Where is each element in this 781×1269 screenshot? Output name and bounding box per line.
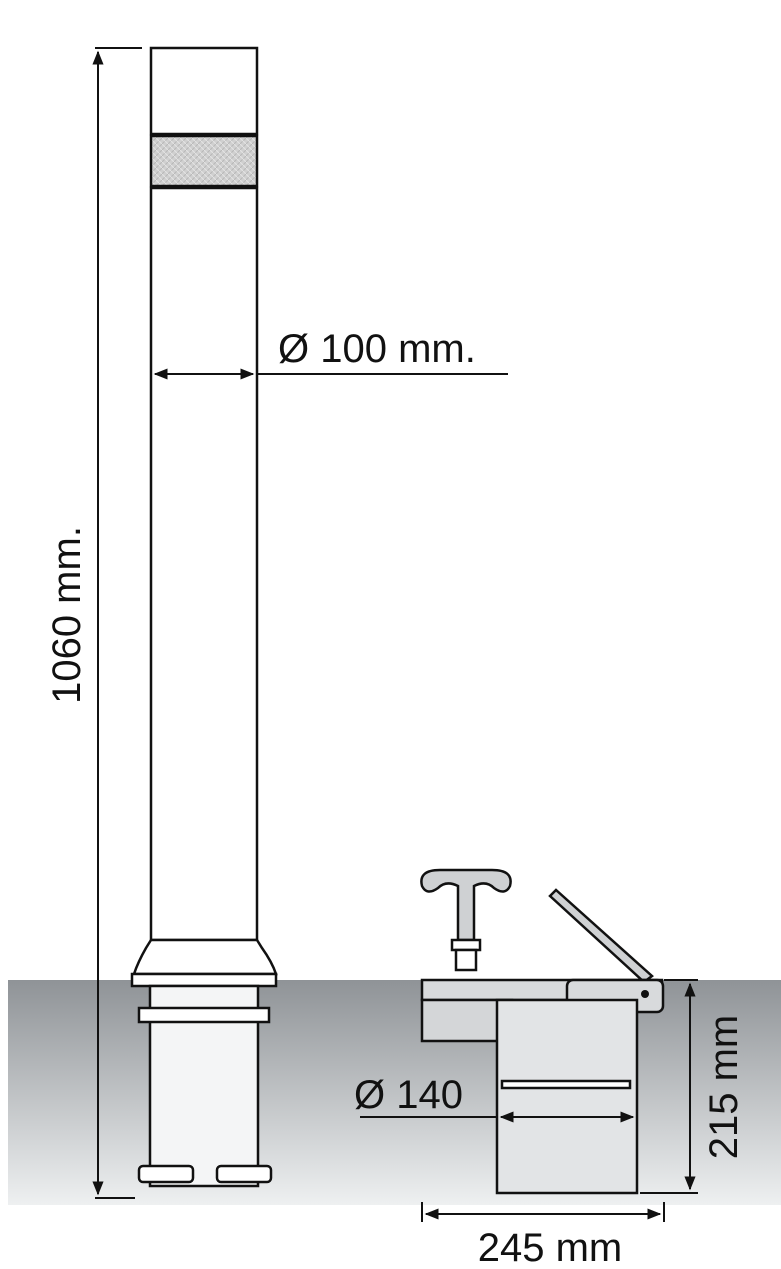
base-width-label: 245 mm xyxy=(478,1226,623,1269)
height-label: 1060 mm. xyxy=(45,526,89,704)
height-dimension xyxy=(92,47,142,1199)
ground-area xyxy=(8,980,781,1205)
reflective-band xyxy=(149,134,259,188)
base-depth-label: 215 mm xyxy=(702,1015,746,1160)
t-key xyxy=(420,868,512,942)
base-socket xyxy=(420,868,665,1195)
base-depth-dimension xyxy=(640,979,698,1194)
post-diameter-label: Ø 100 mm. xyxy=(278,327,476,371)
base-diameter-label: Ø 140 xyxy=(354,1073,463,1117)
bollard-post xyxy=(130,46,278,1188)
base-width-dimension xyxy=(421,1202,665,1222)
hinged-lid xyxy=(548,888,654,984)
